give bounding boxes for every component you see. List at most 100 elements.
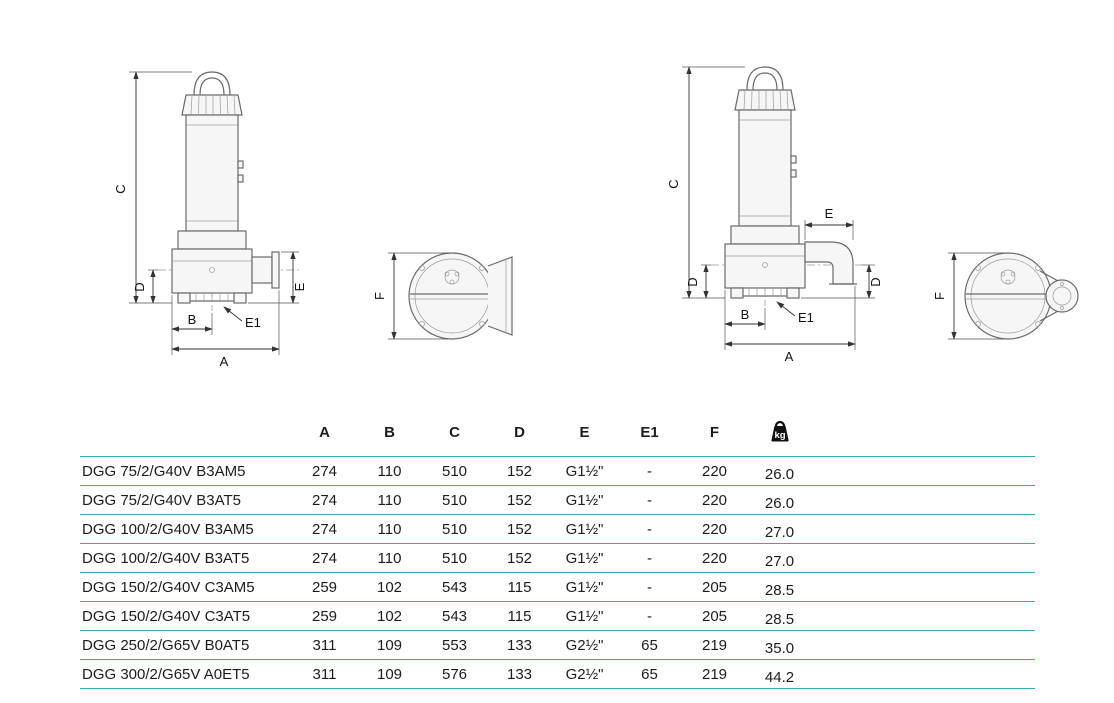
cell-a: 311 [292, 630, 357, 660]
pump-handle [746, 66, 784, 91]
cell-e1: - [617, 572, 682, 602]
column-header-f: F [709, 424, 720, 441]
cell-c: 510 [422, 456, 487, 486]
column-header-a: A [319, 424, 330, 441]
cell-b: 110 [357, 543, 422, 573]
base-strainer [730, 287, 800, 299]
cell-a: 274 [292, 456, 357, 486]
cell-d: 115 [487, 572, 552, 602]
discharge-elbow [804, 241, 857, 285]
cell-e1: - [617, 514, 682, 544]
cell-f: 205 [682, 572, 747, 602]
volute-body [408, 252, 496, 340]
table-row: DGG 100/2/G40V B3AT5 274 110 510 152 G1½… [80, 543, 1035, 573]
cell-c: 553 [422, 630, 487, 660]
cell-a: 274 [292, 485, 357, 515]
base-strainer [177, 292, 247, 304]
cell-e1: - [617, 543, 682, 573]
cell-filler [812, 485, 1035, 515]
cell-filler [812, 601, 1035, 631]
cell-e1: - [617, 485, 682, 515]
volute-body [964, 252, 1052, 340]
cell-e: G2½" [552, 659, 617, 689]
dim-label-d: D [132, 282, 147, 291]
table-filler-header [812, 415, 1035, 457]
dim-label-a: A [785, 349, 794, 364]
model-name: DGG 75/2/G40V B3AM5 [80, 456, 292, 486]
cell-b: 110 [357, 456, 422, 486]
dim-label-e: E [825, 206, 834, 221]
cell-b: 102 [357, 601, 422, 631]
motor-body [185, 114, 244, 232]
cell-e: G1½" [552, 485, 617, 515]
pump-side-view-flanged-outlet: C D B A E1 E [113, 71, 307, 369]
column-header-e1: E1 [640, 424, 659, 441]
cell-filler [812, 514, 1035, 544]
table-row: DGG 250/2/G65V B0AT5 311 109 553 133 G2½… [80, 630, 1035, 660]
dim-label-c: C [666, 179, 681, 188]
volute-front-view-side-outlet: F [932, 252, 1079, 340]
volute-casing [724, 225, 806, 289]
column-header-e: E [579, 424, 590, 441]
cell-e: G1½" [552, 601, 617, 631]
cell-f: 220 [682, 543, 747, 573]
volute-front-view-flanged: F [372, 252, 513, 340]
cell-d: 133 [487, 630, 552, 660]
cell-e: G2½" [552, 630, 617, 660]
cell-c: 510 [422, 514, 487, 544]
dim-label-e1: E1 [798, 310, 814, 325]
cell-e1: - [617, 601, 682, 631]
cell-b: 109 [357, 659, 422, 689]
dim-label-d: D [685, 277, 700, 286]
dim-label-f: F [932, 292, 947, 300]
cell-b: 110 [357, 485, 422, 515]
dim-label-e: E [292, 282, 307, 291]
cell-e: G1½" [552, 572, 617, 602]
cell-e1: 65 [617, 630, 682, 660]
cell-c: 543 [422, 601, 487, 631]
cell-c: 510 [422, 543, 487, 573]
cell-f: 219 [682, 659, 747, 689]
pump-side-view-elbow-outlet: C E D B A E1 D [666, 66, 883, 364]
column-header-d: D [514, 424, 525, 441]
model-name: DGG 250/2/G65V B0AT5 [80, 630, 292, 660]
cell-f: 220 [682, 456, 747, 486]
cell-weight: 27.0 [747, 543, 812, 573]
cell-weight: 27.0 [747, 514, 812, 544]
motor-top-cap [734, 89, 796, 111]
cell-filler [812, 572, 1035, 602]
cell-b: 109 [357, 630, 422, 660]
side-outlet-port [1039, 270, 1079, 322]
table-header-row: A B C D E E1 F kg [80, 415, 1035, 457]
table-row: DGG 100/2/G40V B3AM5 274 110 510 152 G1½… [80, 514, 1035, 544]
column-header-c: C [449, 424, 460, 441]
dim-label-f: F [372, 292, 387, 300]
cell-f: 220 [682, 485, 747, 515]
model-name: DGG 100/2/G40V B3AM5 [80, 514, 292, 544]
cell-e1: - [617, 456, 682, 486]
pump-handle [193, 71, 231, 96]
cell-f: 205 [682, 601, 747, 631]
cell-c: 576 [422, 659, 487, 689]
cell-filler [812, 630, 1035, 660]
weight-unit-label: kg [774, 430, 785, 441]
cell-d: 152 [487, 514, 552, 544]
dim-label-c: C [113, 184, 128, 193]
model-column-header [80, 415, 292, 457]
motor-top-cap [181, 94, 243, 116]
discharge-flange [251, 251, 280, 289]
cell-weight: 26.0 [747, 456, 812, 486]
model-name: DGG 150/2/G40V C3AM5 [80, 572, 292, 602]
dim-label-b: B [741, 307, 750, 322]
cell-weight: 28.5 [747, 572, 812, 602]
model-name: DGG 150/2/G40V C3AT5 [80, 601, 292, 631]
cell-a: 311 [292, 659, 357, 689]
table-row: DGG 75/2/G40V B3AM5 274 110 510 152 G1½"… [80, 456, 1035, 486]
cell-a: 259 [292, 572, 357, 602]
cell-b: 110 [357, 514, 422, 544]
model-name: DGG 75/2/G40V B3AT5 [80, 485, 292, 515]
cell-c: 510 [422, 485, 487, 515]
table-row: DGG 300/2/G65V A0ET5 311 109 576 133 G2½… [80, 659, 1035, 689]
dim-label-d-right: D [868, 277, 883, 286]
